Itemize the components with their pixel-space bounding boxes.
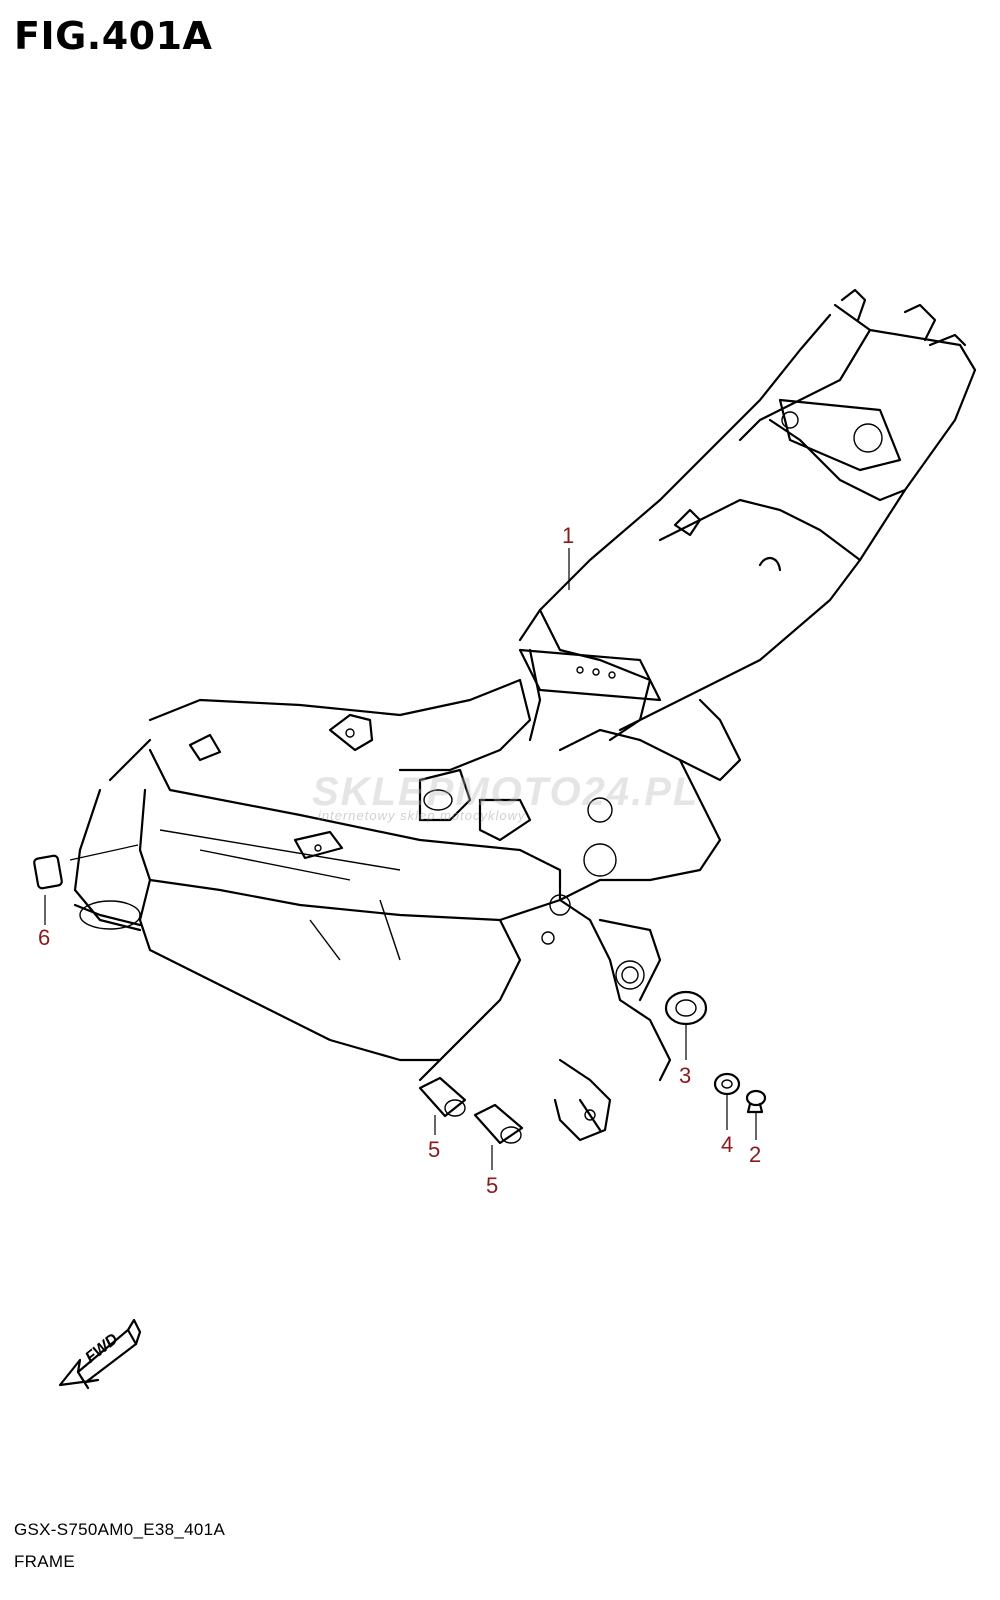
part-5-damper-a — [418, 1076, 467, 1118]
figure-title: FIG.401A — [14, 14, 213, 58]
watermark-text: SKLEPMOTO24.PL — [312, 770, 700, 814]
callout-label-1: 1 — [562, 523, 575, 548]
callout-label-6: 6 — [38, 925, 51, 950]
callout-label-4: 4 — [721, 1132, 734, 1157]
callout-label-5b: 5 — [486, 1173, 499, 1198]
callout-label-2: 2 — [749, 1142, 762, 1167]
model-code: GSX-S750AM0_E38_401A — [14, 1520, 226, 1539]
frame-assembly — [73, 288, 977, 1142]
part-3-grommet — [664, 990, 708, 1026]
part-2-bolt — [745, 1089, 767, 1114]
leader-lines — [44, 548, 757, 1170]
part-6-cap — [33, 854, 63, 890]
part-5-damper-b — [473, 1103, 524, 1145]
watermark-subtext: internetowy sklep motocyklowy — [318, 808, 526, 823]
part-4-washer — [713, 1072, 741, 1096]
callout-label-3: 3 — [679, 1063, 692, 1088]
figure-name: FRAME — [14, 1552, 75, 1571]
callout-label-5a: 5 — [428, 1137, 441, 1162]
fwd-arrow-icon — [58, 1318, 142, 1390]
